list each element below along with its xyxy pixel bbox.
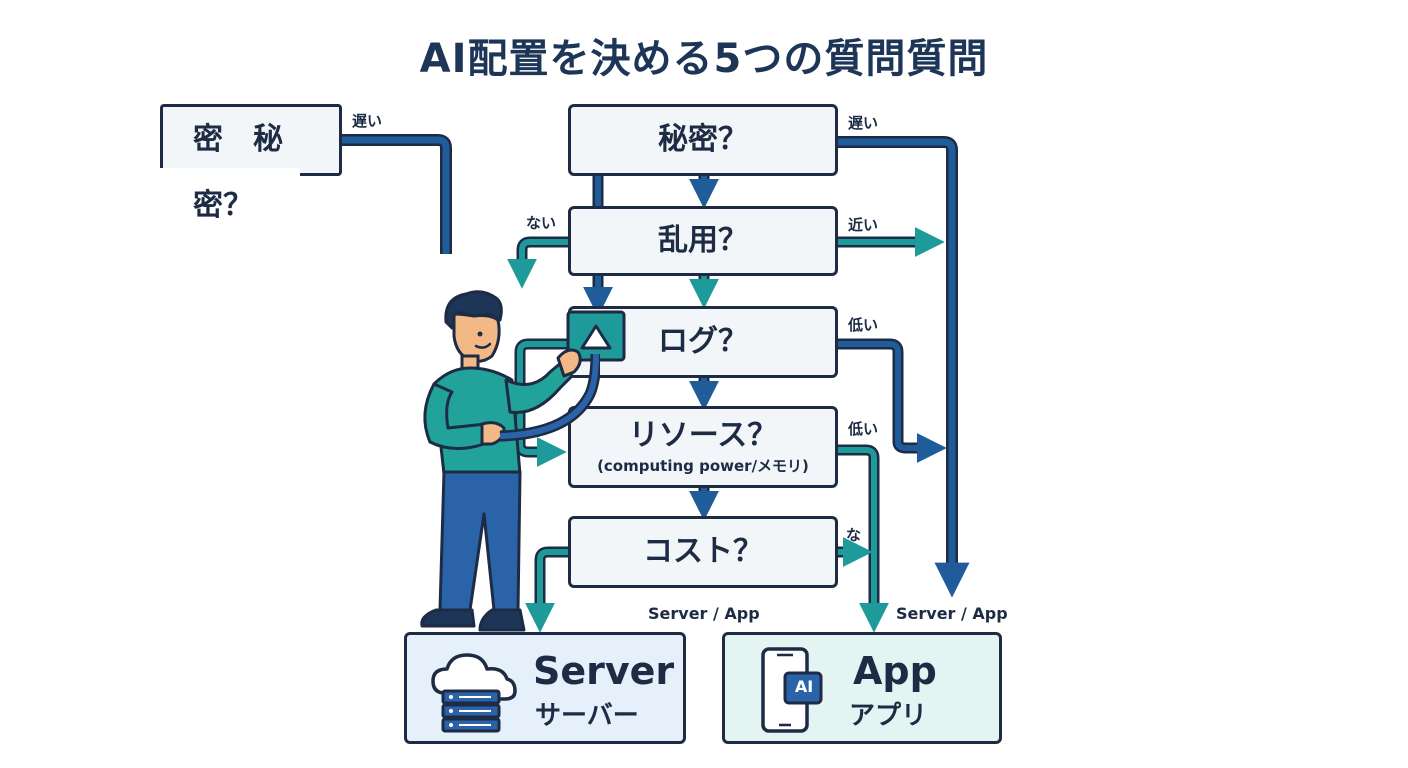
arrow-secret-to-app bbox=[838, 136, 970, 598]
question-label: ログ？ bbox=[658, 324, 748, 359]
target-server-box: Server サーバー bbox=[404, 632, 686, 744]
arrow-log-right bbox=[838, 338, 947, 463]
arrow-cost-to-server bbox=[525, 546, 568, 633]
smartphone-ai-icon bbox=[761, 647, 823, 733]
arrow-resource-to-app bbox=[838, 444, 889, 633]
server-title: Server bbox=[533, 649, 675, 693]
edge-label-abuse-right: 近い bbox=[848, 216, 879, 234]
caption-app: Server / App bbox=[896, 604, 1008, 623]
diagram-title: AI配置を決める5つの質問質問 bbox=[419, 36, 989, 82]
edge-label-cost: な bbox=[846, 526, 862, 544]
app-subtitle: アプリ bbox=[849, 701, 928, 731]
question-label: コスト？ bbox=[643, 534, 763, 569]
server-subtitle: サーバー bbox=[535, 701, 639, 731]
edge-label-abuse-left: ない bbox=[526, 214, 557, 232]
person-illustration bbox=[420, 290, 600, 632]
question-label: リソース？ bbox=[628, 418, 778, 453]
corner-edge-label: 遅い bbox=[352, 112, 383, 130]
ai-chip-label: AI bbox=[794, 677, 814, 696]
question-box-secret: 秘密？ bbox=[568, 104, 838, 176]
caption-server: Server / App bbox=[648, 604, 760, 623]
edge-label-secret: 遅い bbox=[848, 114, 879, 132]
edge-label-log: 低い bbox=[848, 316, 879, 334]
corner-box-cutoff bbox=[150, 168, 300, 180]
app-title: App bbox=[853, 649, 937, 693]
question-box-abuse: 乱用？ bbox=[568, 206, 838, 276]
question-box-cost: コスト？ bbox=[568, 516, 838, 588]
corner-secret-box: 密 秘密？ bbox=[160, 104, 342, 223]
question-sublabel: (computing power/メモリ) bbox=[597, 457, 809, 475]
question-label: 乱用？ bbox=[658, 223, 748, 258]
arrow-corner-box bbox=[342, 134, 452, 254]
edge-label-resource: 低い bbox=[848, 420, 879, 438]
question-box-resource: リソース？ (computing power/メモリ) bbox=[568, 406, 838, 488]
question-label: 秘密？ bbox=[658, 122, 748, 157]
arrow-abuse-left bbox=[507, 236, 568, 289]
cloud-server-icon bbox=[431, 653, 517, 733]
target-app-box: AI App アプリ bbox=[722, 632, 1002, 744]
